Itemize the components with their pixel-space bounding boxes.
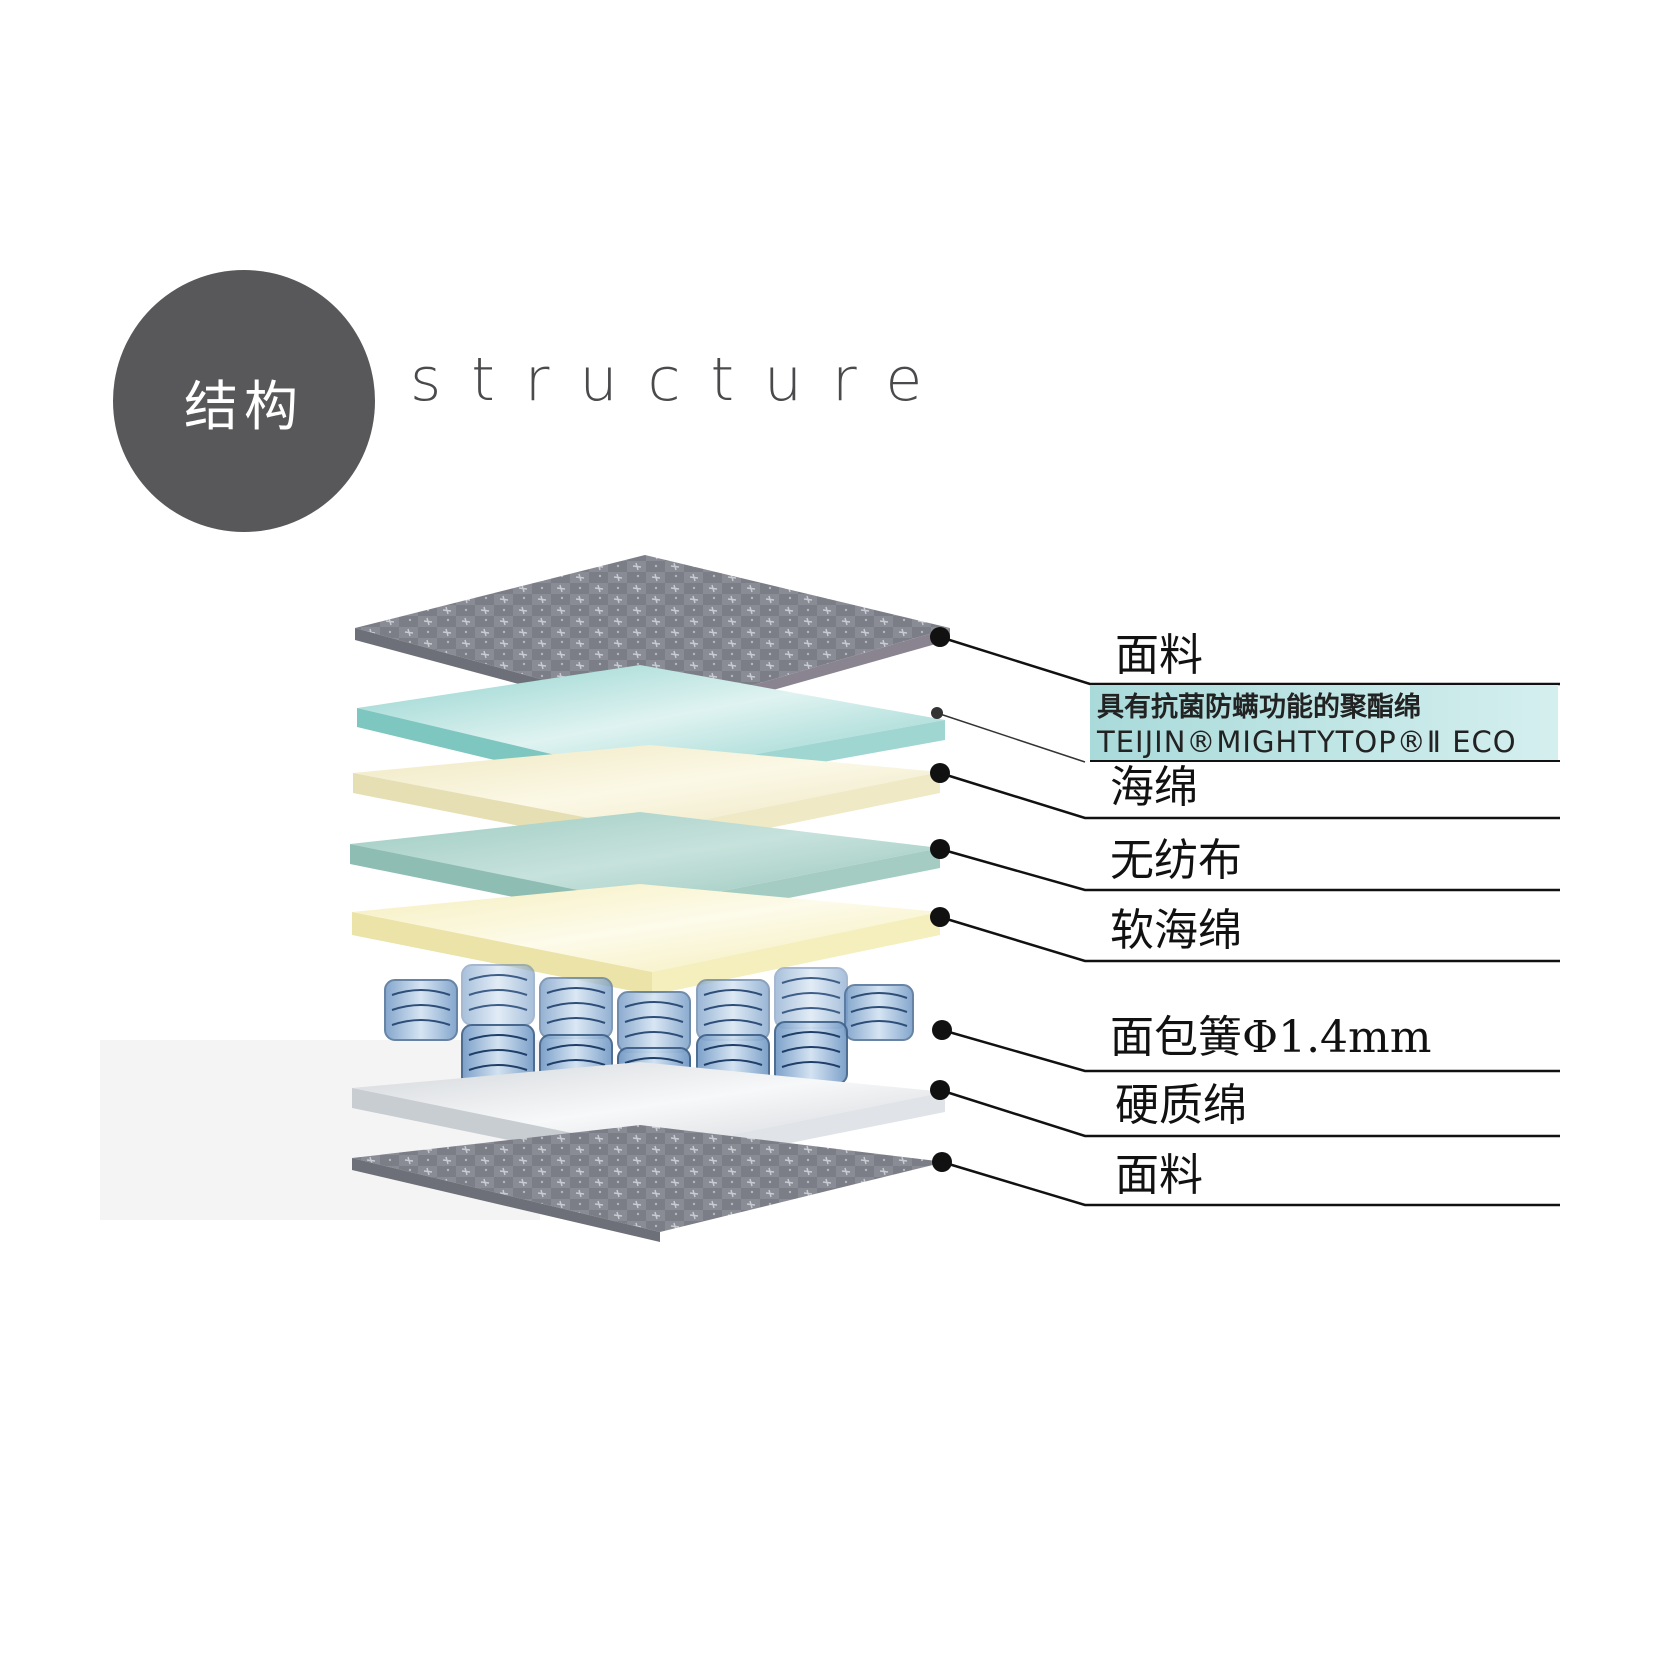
badge-text: 结构 <box>184 374 304 438</box>
label-bottom-fabric: 面料 <box>1115 1150 1203 1201</box>
spring-coil <box>844 984 914 1041</box>
leader-line <box>939 771 1560 820</box>
label-top-fabric: 面料 <box>1115 630 1203 681</box>
label-hard-foam: 硬质绵 <box>1115 1080 1247 1131</box>
spring-coil <box>774 967 848 1029</box>
label-nonwoven: 无纺布 <box>1110 835 1242 886</box>
leader-lines <box>930 627 1560 1207</box>
label-soft-foam: 软海绵 <box>1110 905 1242 956</box>
leader-line <box>939 635 1560 686</box>
leader-line <box>936 712 1086 763</box>
label-springs: 面包簧Φ1.4mm <box>1110 1012 1432 1063</box>
layer-soft-foam <box>352 884 940 995</box>
polyester-label-box <box>1090 685 1558 761</box>
leader-line <box>941 1028 1560 1073</box>
leader-line <box>941 1160 1560 1207</box>
spring-coil <box>617 991 691 1053</box>
spring-coil <box>774 1021 848 1085</box>
spring-coil <box>461 964 535 1026</box>
spring-coil <box>384 979 458 1041</box>
leader-line <box>939 1088 1560 1138</box>
leader-line <box>939 915 1560 963</box>
label-polyester-cn: 具有抗菌防螨功能的聚酯绵 <box>1097 691 1421 723</box>
label-polyester-en: TEIJIN®MIGHTYTOP®Ⅱ ECO <box>1096 725 1517 759</box>
label-foam: 海绵 <box>1110 762 1198 813</box>
section-badge: 结构 <box>113 270 375 532</box>
layer-bottom-fabric <box>352 1125 945 1242</box>
spring-coil <box>539 977 613 1039</box>
spring-coil <box>696 979 770 1041</box>
section-title: structure <box>410 345 953 415</box>
leader-line <box>939 847 1560 892</box>
